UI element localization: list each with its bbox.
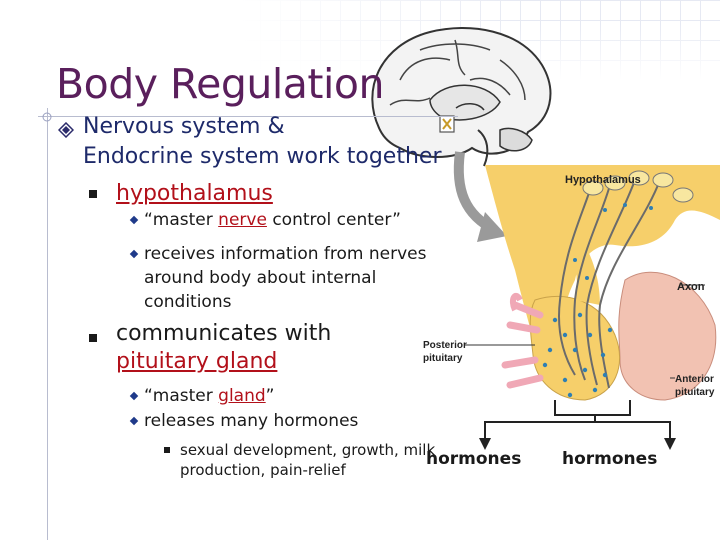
bullet-line-2: Endocrine system work together [83, 144, 442, 169]
diamond-small-bullet-icon [129, 391, 139, 401]
hypothalamus-link[interactable]: hypothalamus [116, 180, 273, 208]
releases-hormones-point: releases many hormones [144, 411, 359, 431]
posterior-pituitary-label-line1: Posterior [423, 340, 467, 351]
diamond-small-bullet-icon [129, 215, 139, 225]
text-segment: control center” [266, 210, 401, 230]
bullet-nervous-endocrine: Nervous system & Endocrine system work t… [83, 112, 463, 172]
point-line-1: receives information from nerves [144, 244, 427, 264]
title-rule-horizontal [38, 116, 458, 117]
point-line-3: conditions [144, 292, 232, 312]
text-segment: ” [265, 386, 275, 406]
master-gland-point: “master gland” [144, 384, 274, 408]
bullet-line-1: Nervous system & [83, 114, 285, 139]
text-segment: “master [144, 210, 219, 230]
sexual-development-subpoint: sexual development, growth, milk product… [180, 440, 435, 480]
pituitary-gland-link[interactable]: pituitary gland [116, 349, 278, 374]
square-bullet-icon [89, 334, 97, 342]
axon-figure-label: Axon [677, 281, 705, 293]
point-line-1: communicates with [116, 321, 332, 346]
point-line-2: around body about internal [144, 268, 377, 288]
anterior-pituitary-label-line2: pituitary [675, 387, 715, 398]
master-nerve-point: “master nerve control center” [144, 208, 401, 232]
diamond-small-bullet-icon [129, 416, 139, 426]
square-small-bullet-icon [164, 447, 170, 453]
anterior-pituitary-label-line1: Anterior [675, 374, 714, 385]
brain-illustration [371, 27, 552, 167]
hypothalamus-figure-label: Hypothalamus [565, 174, 641, 186]
pituitary-gland-illustration: Hypothalamus Axon Posterior pituitary An… [423, 151, 720, 450]
title-rule-vertical [47, 108, 48, 540]
hormones-label-left: hormones [426, 449, 522, 469]
receives-information-point: receives information from nerves around … [144, 242, 426, 314]
subpoint-line-1: sexual development, growth, milk [180, 441, 436, 459]
hormones-label-right: hormones [562, 449, 658, 469]
posterior-pituitary-label-line2: pituitary [423, 353, 463, 364]
diamond-small-bullet-icon [129, 249, 139, 259]
crosshair-decoration [42, 112, 52, 122]
diamond-bullet-icon [58, 122, 74, 138]
slide-title: Body Regulation [56, 60, 384, 108]
nerve-link[interactable]: nerve [218, 210, 267, 230]
gland-link[interactable]: gland [218, 386, 266, 406]
square-bullet-icon [89, 190, 97, 198]
subpoint-line-2: production, pain-relief [180, 461, 346, 479]
communicates-pituitary-point: communicates with pituitary gland [116, 320, 331, 376]
text-segment: “master [144, 386, 219, 406]
hypothalamus-link-text[interactable]: hypothalamus [116, 181, 273, 206]
